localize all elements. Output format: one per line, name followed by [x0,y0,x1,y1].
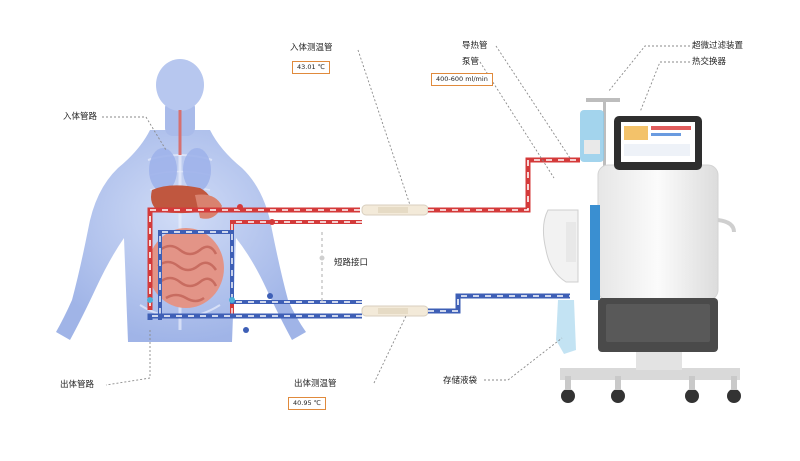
inflow-temp-probe [361,204,429,216]
machine-tubing [428,157,580,314]
flow-rate-readout: 400-600 ml/min [431,73,493,86]
human-body-illustration [56,59,306,342]
label-heat-exchanger: 热交换器 [692,57,727,67]
label-pump-tube: 泵管 [462,57,480,67]
perfusion-machine [542,98,741,403]
label-outflow-line: 出体管路 [60,380,95,390]
label-storage-bag: 存储液袋 [443,376,478,386]
body-tubing [147,204,362,333]
inflow-temp-readout: 43.01 ℃ [292,61,330,74]
outflow-temp-probe [361,305,429,317]
label-shunt-port: 短路接口 [334,258,369,268]
label-inflow-line: 入体管路 [63,112,98,122]
label-heat-conduit: 导热管 [462,41,488,51]
label-ultrafilter: 超微过滤装置 [692,41,744,51]
leader-lines [102,45,690,386]
shunt-line [319,232,325,302]
label-outflow-temp-probe: 出体测温管 [294,379,337,389]
outflow-temp-readout: 40.95 ℃ [288,397,326,410]
label-inflow-temp-probe: 入体测温管 [290,43,333,53]
